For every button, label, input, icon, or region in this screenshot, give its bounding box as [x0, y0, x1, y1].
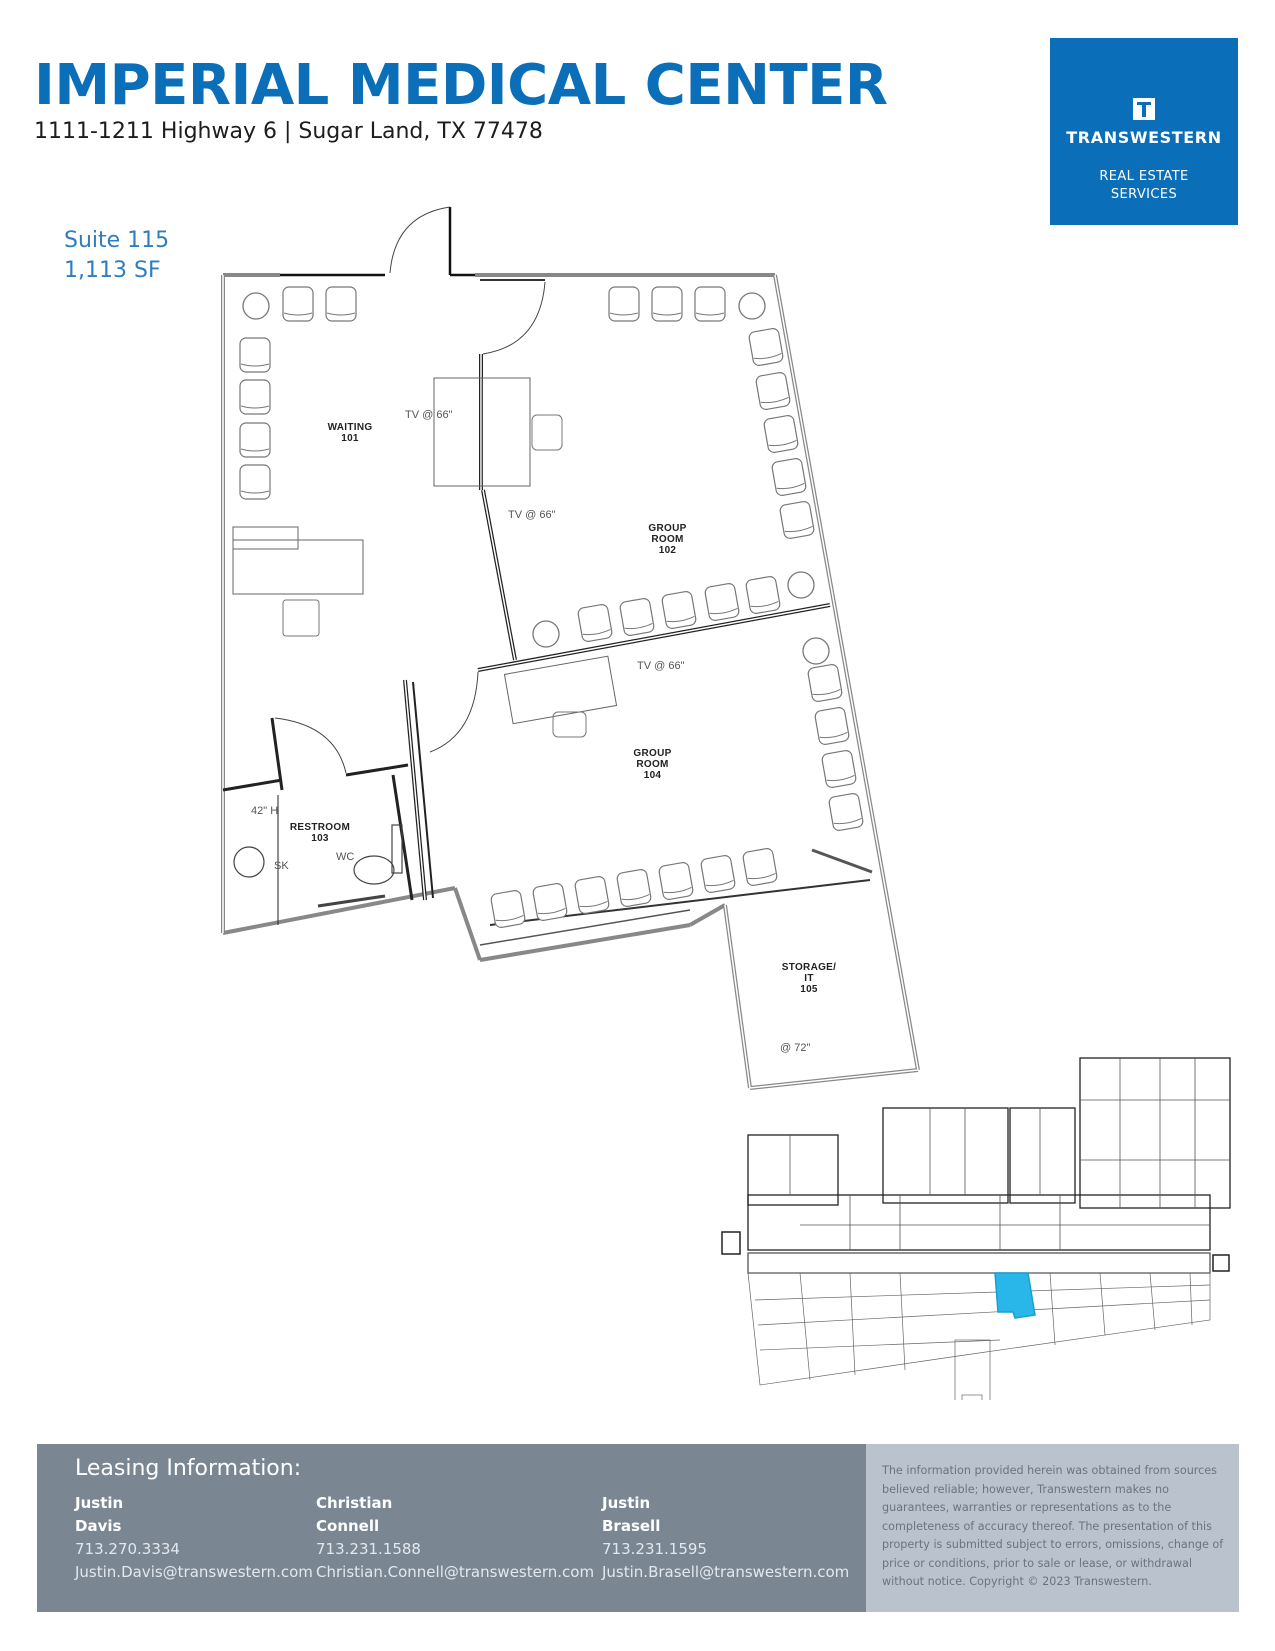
agent-card-brasell: Justin Brasell 713.231.1595 Justin.Brase…: [602, 1492, 849, 1584]
agent-phone[interactable]: 713.231.1588: [316, 1540, 421, 1558]
room-name: RESTROOM: [289, 822, 351, 833]
transwestern-t-icon: [1133, 98, 1155, 120]
room-name: GROUP ROOM: [648, 523, 687, 545]
agent-first-name: Justin: [75, 1494, 124, 1512]
room-label-restroom: RESTROOM 103: [285, 822, 355, 844]
leasing-title: Leasing Information:: [75, 1456, 302, 1481]
room-number: 103: [311, 833, 329, 844]
property-address: 1111-1211 Highway 6 | Sugar Land, TX 774…: [34, 119, 543, 144]
room-label-group-102: GROUP ROOM 102: [640, 523, 695, 556]
transwestern-logo: TRANSWESTERN REAL ESTATE SERVICES: [1050, 38, 1238, 225]
logo-name: TRANSWESTERN: [1066, 128, 1222, 147]
agent-first-name: Justin: [602, 1494, 651, 1512]
disclaimer-text: The information provided herein was obta…: [882, 1464, 1224, 1588]
room-label-group-104: GROUP ROOM 104: [625, 748, 680, 781]
tv-note-waiting: TV @ 66": [405, 409, 453, 421]
room-name: WAITING: [327, 422, 373, 433]
page-title: IMPERIAL MEDICAL CENTER: [34, 53, 888, 118]
sink-label: SK: [274, 860, 289, 872]
disclaimer-panel: The information provided herein was obta…: [866, 1444, 1239, 1612]
tv-note-group-102: TV @ 66": [508, 509, 556, 521]
room-label-storage: STORAGE/ IT 105: [778, 962, 840, 995]
room-number: 101: [341, 433, 359, 444]
room-name: GROUP ROOM: [633, 748, 672, 770]
storage-height-note: @ 72": [780, 1042, 811, 1054]
toilet-label: WC: [336, 851, 355, 863]
agent-last-name: Davis: [75, 1517, 122, 1535]
height-note: 42" H: [251, 805, 279, 817]
leasing-info-panel: Leasing Information: Justin Davis 713.27…: [37, 1444, 866, 1612]
agent-last-name: Brasell: [602, 1517, 661, 1535]
suite-highlight: [994, 1272, 1036, 1319]
agent-email[interactable]: Justin.Brasell@transwestern.com: [602, 1563, 850, 1581]
agent-card-connell: Christian Connell 713.231.1588 Christian…: [316, 1492, 594, 1584]
agent-first-name: Christian: [316, 1494, 393, 1512]
room-number: 102: [658, 545, 677, 556]
room-name: STORAGE/ IT: [781, 962, 837, 984]
agent-email[interactable]: Justin.Davis@transwestern.com: [75, 1563, 313, 1581]
floor-plan: WAITING 101 GROUP ROOM 102 RESTROOM 103 …: [221, 206, 1231, 1426]
agent-last-name: Connell: [316, 1517, 380, 1535]
logo-tagline-line2: SERVICES: [1110, 187, 1178, 202]
suite-info: Suite 115 1,113 SF: [64, 226, 169, 286]
tv-note-group-104: TV @ 66": [637, 660, 685, 672]
agent-email[interactable]: Christian.Connell@transwestern.com: [316, 1563, 595, 1581]
agent-phone[interactable]: 713.270.3334: [75, 1540, 180, 1558]
room-number: 104: [643, 770, 662, 781]
room-label-waiting: WAITING 101: [320, 422, 380, 444]
agent-phone[interactable]: 713.231.1595: [602, 1540, 707, 1558]
suite-size: 1,113 SF: [64, 258, 161, 283]
key-plan: [721, 1057, 1231, 1426]
logo-tagline-line1: REAL ESTATE: [1099, 169, 1189, 184]
suite-number: Suite 115: [64, 228, 170, 253]
room-number: 105: [800, 984, 818, 995]
logo-tagline: REAL ESTATE SERVICES: [1050, 168, 1238, 204]
floor-plan-drawing: [221, 206, 1231, 1426]
agent-card-davis: Justin Davis 713.270.3334 Justin.Davis@t…: [75, 1492, 313, 1584]
